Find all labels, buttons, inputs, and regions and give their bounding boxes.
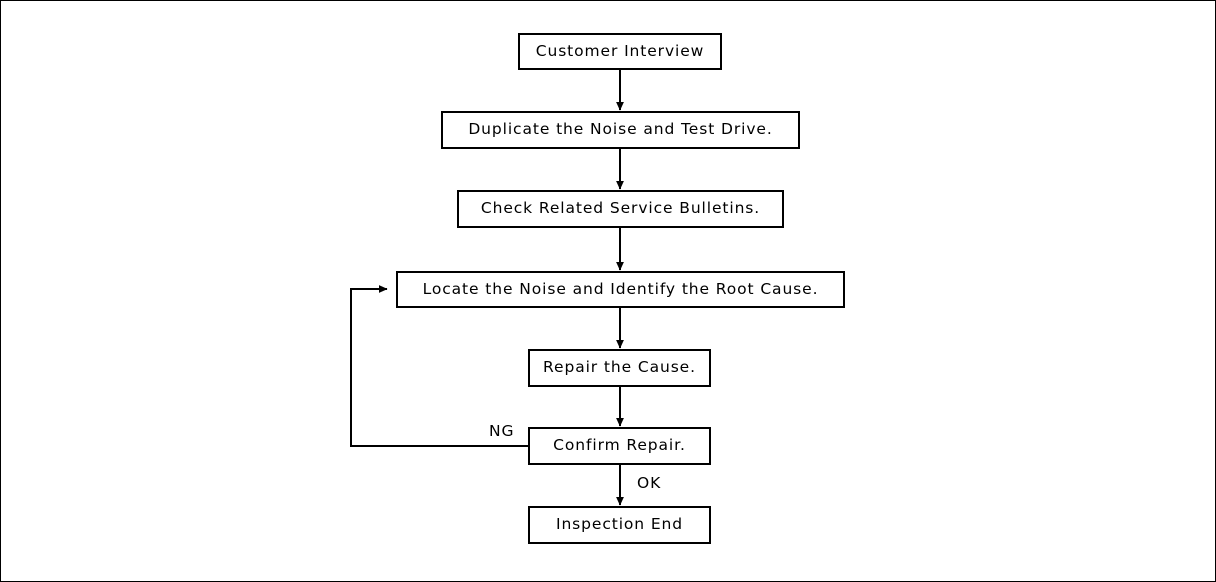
node-customer-interview[interactable]: Customer Interview bbox=[518, 33, 722, 70]
node-label-duplicate-noise: Duplicate the Noise and Test Drive. bbox=[468, 120, 773, 139]
node-check-bulletins[interactable]: Check Related Service Bulletins. bbox=[457, 190, 784, 228]
node-label-inspection-end: Inspection End bbox=[555, 515, 684, 534]
node-confirm-repair[interactable]: Confirm Repair. bbox=[528, 427, 711, 465]
node-label-customer-interview: Customer Interview bbox=[535, 41, 705, 60]
node-duplicate-noise[interactable]: Duplicate the Noise and Test Drive. bbox=[441, 111, 800, 149]
connector-ng-feedback-loop bbox=[350, 285, 528, 447]
node-label-repair-cause: Repair the Cause. bbox=[543, 358, 696, 377]
node-repair-cause[interactable]: Repair the Cause. bbox=[528, 349, 711, 387]
node-label-check-bulletins: Check Related Service Bulletins. bbox=[480, 199, 761, 218]
edge-label-ng: NG bbox=[489, 422, 515, 440]
node-label-confirm-repair: Confirm Repair. bbox=[553, 436, 686, 455]
node-locate-noise[interactable]: Locate the Noise and Identify the Root C… bbox=[396, 271, 845, 308]
edge-label-ok: OK bbox=[637, 474, 662, 492]
node-inspection-end[interactable]: Inspection End bbox=[528, 506, 711, 544]
node-label-locate-noise: Locate the Noise and Identify the Root C… bbox=[422, 279, 819, 298]
